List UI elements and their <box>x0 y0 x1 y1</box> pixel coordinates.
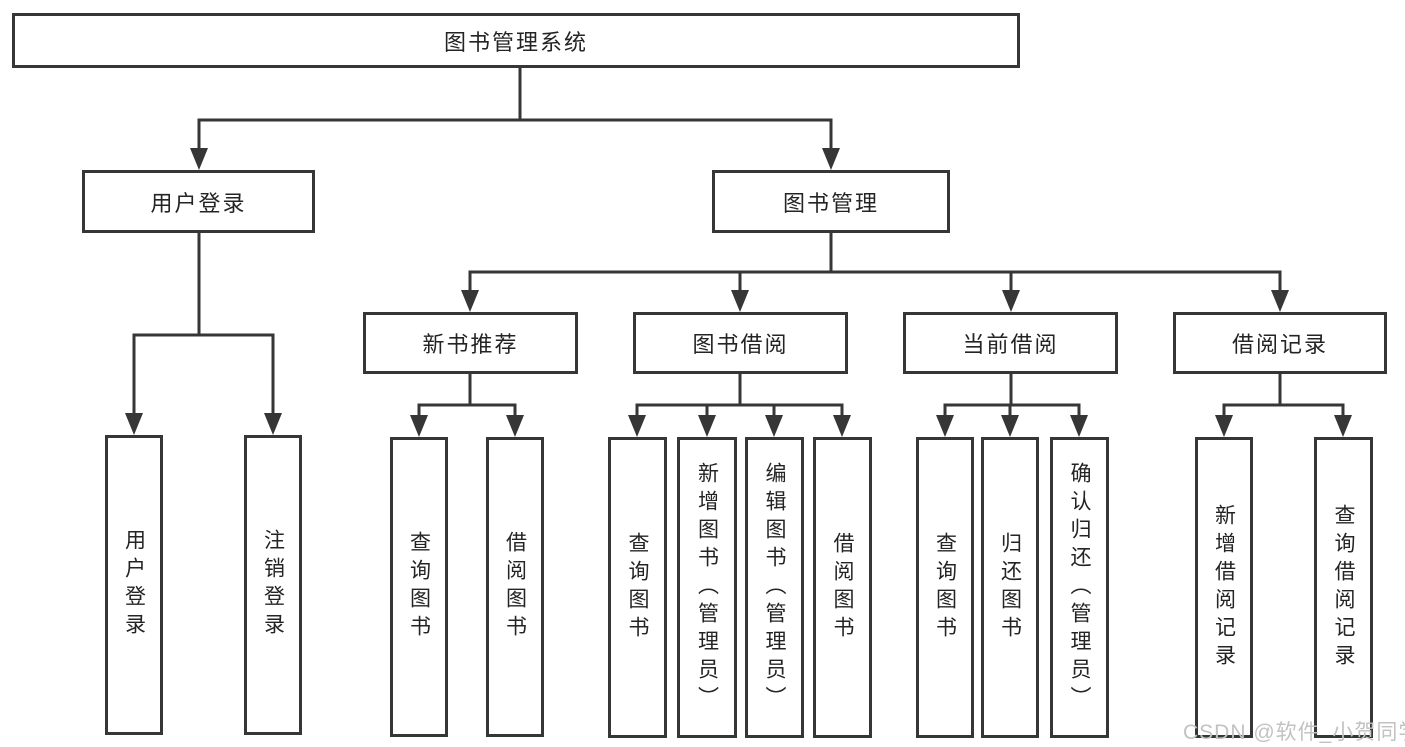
node-label: 查询图书 <box>933 531 957 644</box>
connector-book-borrow-branch <box>635 374 844 416</box>
node-current-borrow: 当前借阅 <box>903 312 1118 374</box>
arrowheads-level3 <box>461 290 1289 312</box>
node-label: 图书借阅 <box>692 332 789 357</box>
node-label: 编辑图书（管理员） <box>763 461 786 714</box>
node-label: 注销登录 <box>261 529 285 641</box>
node-label: 用户登录 <box>122 529 146 641</box>
node-label: 借阅图书 <box>831 531 854 644</box>
leaf-br-add-record: 新增借阅记录 <box>1195 437 1253 738</box>
arrowheads-new-book-recommend-leaves <box>410 415 524 437</box>
node-book-management: 图书管理 <box>712 170 950 233</box>
leaf-logout: 注销登录 <box>244 435 302 735</box>
leaf-nbr-borrow-book: 借阅图书 <box>486 437 544 737</box>
node-label: 新书推荐 <box>422 332 519 357</box>
leaf-cb-confirm-return-admin: 确认归还（管理员） <box>1050 437 1109 738</box>
connector-borrow-record-branch <box>1222 374 1345 416</box>
arrowheads-book-borrow-leaves <box>628 415 851 437</box>
leaf-bb-query-book: 查询图书 <box>608 437 667 738</box>
csdn-watermark: CSDN @软件_小贺同学 <box>1183 721 1405 744</box>
leaf-bb-add-book-admin: 新增图书（管理员） <box>677 437 737 738</box>
leaf-bb-edit-book-admin: 编辑图书（管理员） <box>745 437 804 738</box>
node-label: 查询借阅记录 <box>1332 503 1355 672</box>
arrowheads-current-borrow-leaves <box>936 415 1088 437</box>
node-borrow-record: 借阅记录 <box>1173 312 1387 374</box>
leaf-cb-query-book: 查询图书 <box>916 437 974 738</box>
leaf-bb-borrow-book: 借阅图书 <box>813 437 872 738</box>
node-label: 新增借阅记录 <box>1212 503 1236 672</box>
leaf-cb-return-book: 归还图书 <box>981 437 1039 738</box>
connector-book-management-branch <box>468 233 1282 291</box>
connector-current-borrow-branch <box>943 374 1081 416</box>
node-label: 新增图书（管理员） <box>695 461 719 714</box>
node-root: 图书管理系统 <box>12 13 1020 68</box>
leaf-br-query-record: 查询借阅记录 <box>1314 437 1373 738</box>
leaf-nbr-query-book: 查询图书 <box>390 437 448 737</box>
node-label: 归还图书 <box>998 531 1022 644</box>
node-user-login: 用户登录 <box>82 170 315 233</box>
node-label: 确认归还（管理员） <box>1068 461 1091 714</box>
node-label: 查询图书 <box>626 531 649 644</box>
node-label: 用户登录 <box>150 190 247 216</box>
node-label: 图书管理系统 <box>443 29 588 55</box>
arrowheads-level1 <box>190 148 840 170</box>
connector-user-login-branch <box>132 233 275 414</box>
node-book-borrow: 图书借阅 <box>633 312 848 374</box>
node-label: 图书管理 <box>782 190 879 216</box>
node-label: 查询图书 <box>407 531 431 643</box>
connector-root-to-level1 <box>197 68 833 149</box>
leaf-user-login: 用户登录 <box>105 435 163 735</box>
node-label: 借阅图书 <box>503 531 527 643</box>
node-label: 借阅记录 <box>1231 332 1328 357</box>
node-label: 当前借阅 <box>962 332 1059 357</box>
arrowheads-borrow-record-leaves <box>1215 415 1352 437</box>
arrowheads-user-login-leaves <box>125 413 282 435</box>
connector-new-book-recommend-branch <box>417 374 517 416</box>
node-new-book-recommend: 新书推荐 <box>363 312 578 374</box>
